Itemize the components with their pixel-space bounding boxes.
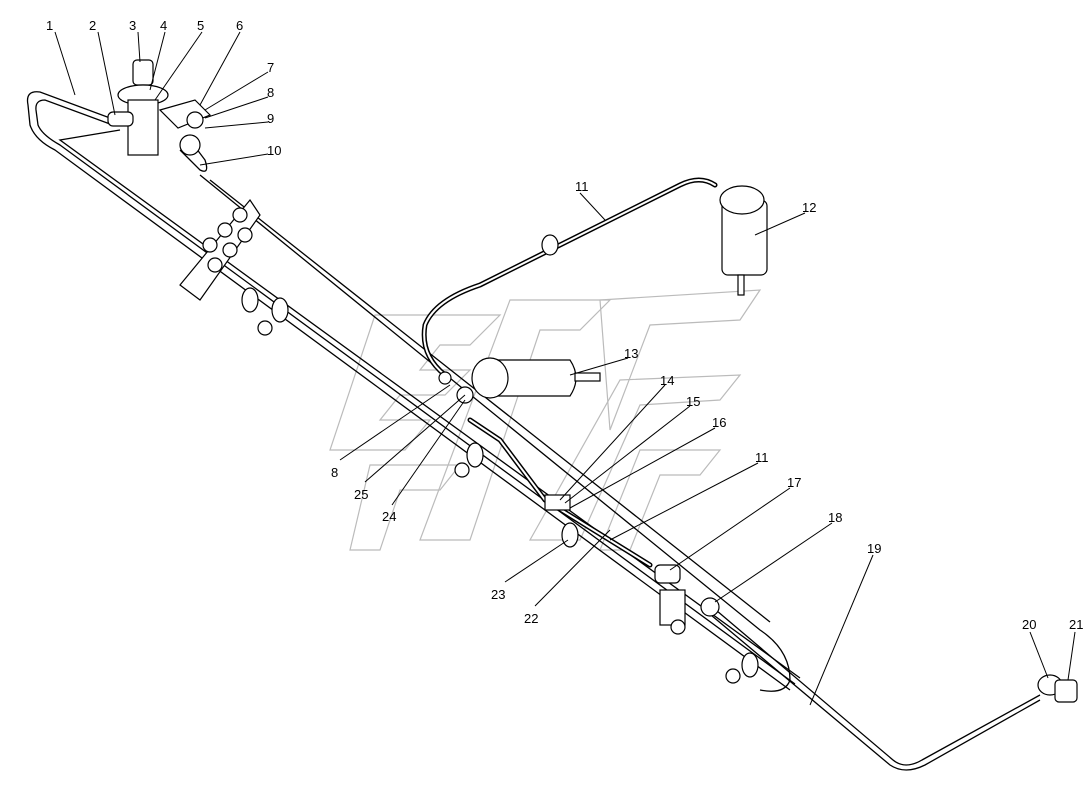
filter-12 xyxy=(719,185,768,296)
callout-14: 14 xyxy=(660,373,674,388)
callout-6: 6 xyxy=(236,18,243,33)
callout-21: 21 xyxy=(1069,617,1083,632)
callout-labels: 1 2 3 4 5 6 7 8 9 10 11 12 13 14 15 16 1… xyxy=(46,18,1083,632)
callout-1: 1 xyxy=(46,18,53,33)
callout-7: 7 xyxy=(267,60,274,75)
fitting-20-21 xyxy=(1037,674,1078,703)
hose-11 xyxy=(421,177,718,568)
callout-11-bottom: 11 xyxy=(755,450,769,465)
callout-24: 24 xyxy=(382,509,396,524)
callout-20: 20 xyxy=(1022,617,1036,632)
callout-8-bottom: 8 xyxy=(331,465,338,480)
callout-5: 5 xyxy=(197,18,204,33)
callout-22: 22 xyxy=(524,611,538,626)
callout-9: 9 xyxy=(267,111,274,126)
filter-13 xyxy=(438,357,601,404)
callout-3: 3 xyxy=(129,18,136,33)
callout-17: 17 xyxy=(787,475,801,490)
callout-23: 23 xyxy=(491,587,505,602)
callout-25: 25 xyxy=(354,487,368,502)
callout-10: 10 xyxy=(267,143,281,158)
callout-18: 18 xyxy=(828,510,842,525)
callout-15: 15 xyxy=(686,394,700,409)
pipe-19 xyxy=(704,609,1041,771)
leader-lines xyxy=(54,31,1076,706)
callout-11-top: 11 xyxy=(575,179,589,194)
distribution-block xyxy=(179,198,261,301)
callout-4: 4 xyxy=(160,18,167,33)
callout-2: 2 xyxy=(89,18,96,33)
callout-13: 13 xyxy=(624,346,638,361)
callout-19: 19 xyxy=(867,541,881,556)
callout-8-top: 8 xyxy=(267,85,274,100)
pipe-clamps xyxy=(241,234,759,684)
callout-12: 12 xyxy=(802,200,816,215)
callout-16: 16 xyxy=(712,415,726,430)
pipe-19-inner xyxy=(709,604,1041,766)
valve-assembly xyxy=(107,59,212,156)
